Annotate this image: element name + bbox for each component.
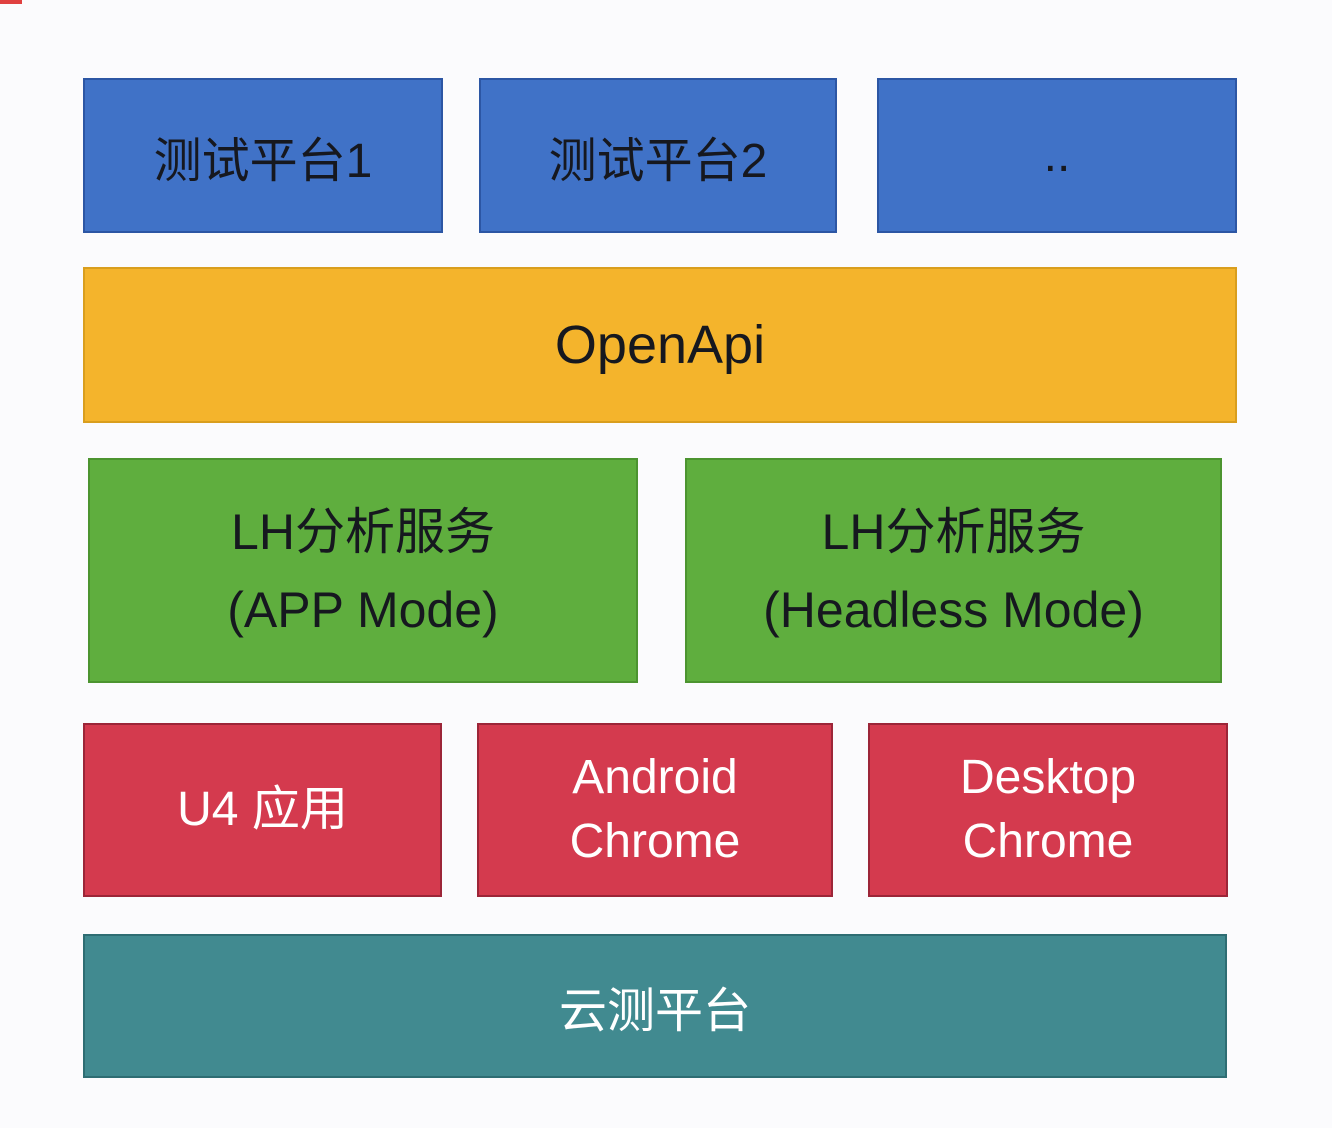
- box-label: U4 应用: [177, 783, 348, 836]
- box-label: ..: [1043, 129, 1071, 182]
- box-android-chrome: Android Chrome: [477, 723, 833, 897]
- box-test-platform-more: ..: [877, 78, 1237, 233]
- box-label-line-1: LH分析服务: [821, 503, 1086, 560]
- box-label: 云测平台: [558, 985, 751, 1038]
- box-desktop-chrome: Desktop Chrome: [868, 723, 1228, 897]
- box-label-line-2: Chrome: [569, 815, 741, 868]
- box-label-line-2: Chrome: [962, 815, 1134, 868]
- box-label-line-2: (Headless Mode): [763, 581, 1144, 638]
- box-label: 测试平台1: [153, 134, 373, 188]
- box-u4-app: U4 应用: [83, 723, 442, 897]
- box-label-line-1: LH分析服务: [231, 503, 495, 560]
- box-label: OpenApi: [554, 315, 766, 375]
- box-test-platform-2: 测试平台2: [479, 78, 837, 233]
- box-lh-service-headless-mode: LH分析服务 (Headless Mode): [685, 458, 1222, 683]
- box-lh-service-app-mode: LH分析服务 (APP Mode): [88, 458, 638, 683]
- box-label: 测试平台2: [548, 134, 768, 188]
- box-cloud-test-platform: 云测平台: [83, 934, 1227, 1078]
- box-label-line-1: Android: [572, 751, 738, 804]
- box-label-line-2: (APP Mode): [227, 581, 499, 638]
- box-label-line-1: Desktop: [959, 751, 1137, 804]
- top-left-artifact: [0, 0, 22, 4]
- box-openapi: OpenApi: [83, 267, 1237, 423]
- box-test-platform-1: 测试平台1: [83, 78, 443, 233]
